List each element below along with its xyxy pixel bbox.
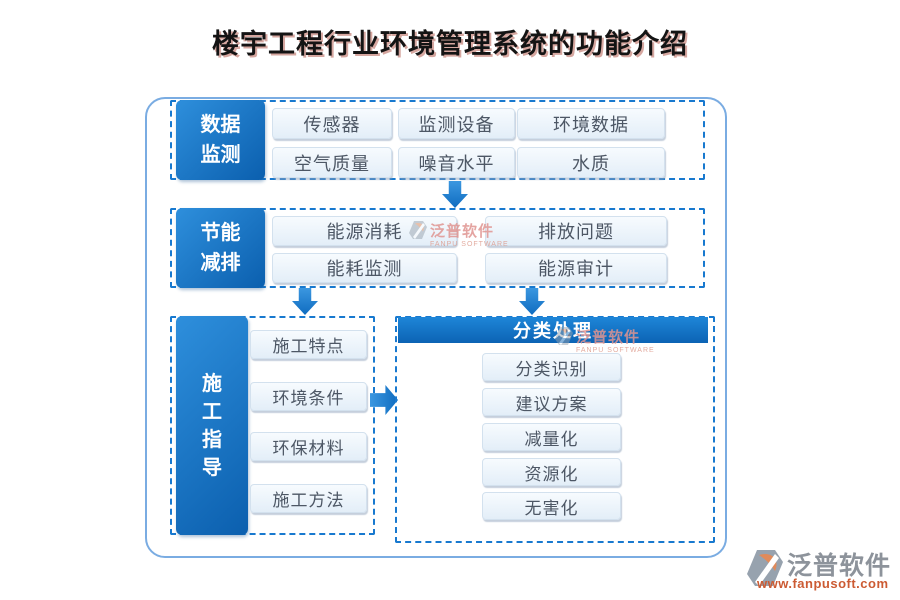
section-label-construction-guidance: 施 工 指 导 bbox=[176, 316, 248, 535]
label-char: 施 bbox=[202, 372, 222, 395]
footer-brand: 泛普软件 bbox=[787, 553, 892, 580]
footer-url: www.fanpusoft.com bbox=[757, 576, 889, 591]
label-line: 数据 bbox=[200, 114, 241, 136]
label-line: 监测 bbox=[200, 144, 241, 166]
feature-item-emission-issues: 排放问题 bbox=[485, 216, 667, 246]
feature-item-suggestion-plan: 建议方案 bbox=[482, 388, 621, 416]
feature-item-air-quality: 空气质量 bbox=[272, 147, 392, 178]
section-energy-saving bbox=[170, 208, 705, 288]
feature-item-eco-materials: 环保材料 bbox=[250, 432, 367, 461]
feature-item-harmless: 无害化 bbox=[482, 492, 621, 520]
page-title: 楼宇工程行业环境管理系统的功能介绍 bbox=[212, 29, 688, 59]
feature-item-energy-audit: 能源审计 bbox=[485, 253, 667, 283]
feature-item-energy-consumption: 能源消耗 bbox=[272, 216, 457, 246]
feature-item-env-data: 环境数据 bbox=[517, 108, 665, 139]
label-char: 工 bbox=[202, 400, 222, 423]
section-construction-guidance bbox=[170, 316, 375, 535]
section-data-monitoring bbox=[170, 100, 705, 180]
label-char: 导 bbox=[202, 456, 222, 479]
feature-item-classification-id: 分类识别 bbox=[482, 353, 621, 381]
feature-item-reduction: 减量化 bbox=[482, 423, 621, 451]
feature-item-construction-methods: 施工方法 bbox=[250, 484, 367, 513]
label-line: 节能 bbox=[200, 222, 241, 244]
feature-item-noise-level: 噪音水平 bbox=[398, 147, 515, 178]
section-label-data-monitoring: 数据 监测 bbox=[176, 100, 265, 180]
feature-item-construction-features: 施工特点 bbox=[250, 330, 367, 359]
label-char: 指 bbox=[202, 428, 222, 451]
section-header-classification: 分类处理 bbox=[398, 317, 708, 343]
feature-item-monitor-device: 监测设备 bbox=[398, 108, 515, 139]
label-line: 减排 bbox=[200, 252, 241, 274]
feature-item-env-conditions: 环境条件 bbox=[250, 382, 367, 411]
feature-item-sensor: 传感器 bbox=[272, 108, 392, 139]
feature-item-water-quality: 水质 bbox=[517, 147, 665, 178]
feature-item-energy-monitoring: 能耗监测 bbox=[272, 253, 457, 283]
section-label-energy-saving: 节能 减排 bbox=[176, 208, 265, 288]
feature-item-recycling: 资源化 bbox=[482, 458, 621, 486]
fanpu-logo-icon bbox=[747, 550, 783, 586]
